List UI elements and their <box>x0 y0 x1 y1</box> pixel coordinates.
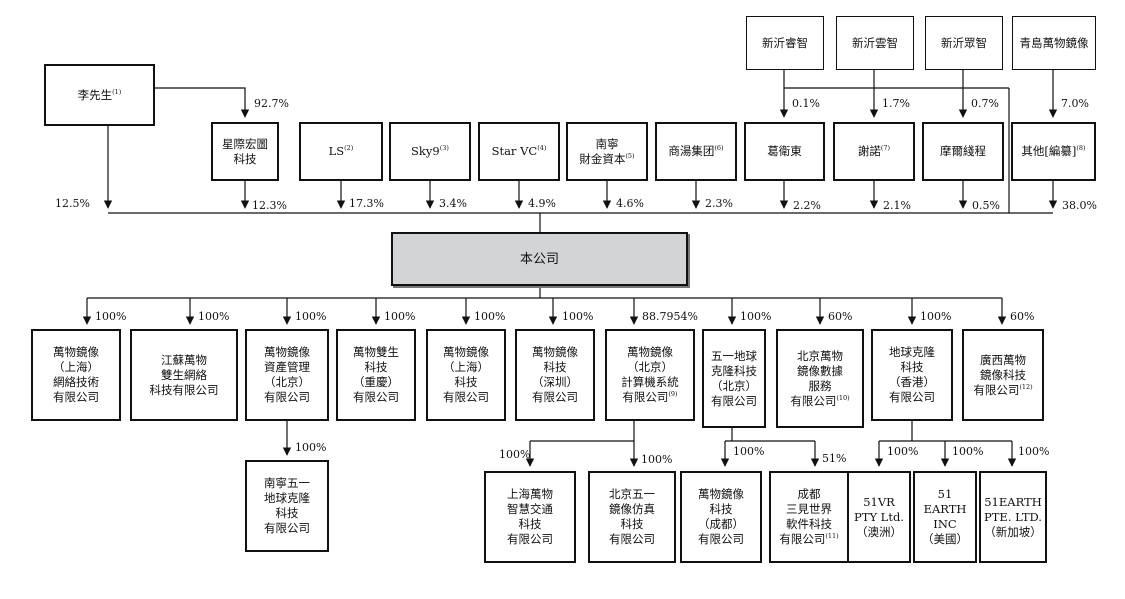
pct-ss2: 100% <box>499 448 531 461</box>
pct-qingdao: 7.0% <box>1061 97 1089 110</box>
shareholder-mr-li: 李先生(1) <box>44 64 155 126</box>
pct-ls: 17.3% <box>349 197 384 210</box>
pct-xienuo: 2.1% <box>883 199 911 212</box>
subsidiary-s1: 萬物鏡像 （上海） 網絡技術 有限公司 <box>31 329 121 421</box>
pct-xinyi-ruizhi: 0.1% <box>792 97 820 110</box>
subsidiary-s9: 北京萬物 鏡像數據 服務 有限公司(10) <box>776 329 864 428</box>
pct-moer: 0.5% <box>972 199 1000 212</box>
pct-s2: 100% <box>198 310 230 323</box>
shareholder-label: 新沂睿智 <box>762 35 808 50</box>
pct-ss4: 100% <box>733 445 765 458</box>
subsidiary-s2: 江蘇萬物 雙生網絡 科技有限公司 <box>130 329 238 421</box>
pct-ss1: 100% <box>295 441 327 454</box>
pct-ss3: 100% <box>641 453 673 466</box>
subsidiary-s7: 萬物鏡像 （北京） 計算機系統 有限公司(9) <box>605 329 695 421</box>
subsidiary-s10: 地球克隆 科技 （香港） 有限公司 <box>871 329 953 421</box>
pct-s4: 100% <box>384 310 416 323</box>
sub-subsidiary-ss4: 萬物鏡像 科技 （成都） 有限公司 <box>680 471 762 563</box>
shareholder-geweidong: 葛衛東 <box>744 122 825 181</box>
sub-subsidiary-ss7: 51 EARTH INC （美國） <box>913 471 977 563</box>
pct-s1: 100% <box>95 310 127 323</box>
company-label: 本公司 <box>519 251 559 267</box>
shareholder-label: 新沂眾智 <box>941 35 987 50</box>
shareholder-shangtang: 商湯集团(6) <box>655 122 737 181</box>
pct-starvc: 4.9% <box>528 197 556 210</box>
pct-s5: 100% <box>474 310 506 323</box>
shareholder-label: 青島萬物鏡像 <box>1019 35 1089 50</box>
pct-ss6: 100% <box>887 445 919 458</box>
pct-ss5: 51% <box>822 452 847 465</box>
pct-s7: 88.7954% <box>642 310 698 323</box>
pct-s3: 100% <box>295 310 327 323</box>
subsidiary-s3: 萬物鏡像 資產管理 （北京） 有限公司 <box>245 329 329 421</box>
shareholder-xingji: 星際宏圖 科技 <box>211 122 279 181</box>
pct-li-to-company: 12.5% <box>55 197 90 210</box>
shareholder-label: 李先生(1) <box>77 87 122 102</box>
subsidiary-s8: 五一地球 克隆科技 （北京） 有限公司 <box>702 329 766 428</box>
shareholder-starvc: Star VC(4) <box>478 122 560 181</box>
pct-xinyi-zhongzhi: 0.7% <box>971 97 999 110</box>
shareholder-ls: LS(2) <box>299 122 383 181</box>
subsidiary-s6: 萬物鏡像 科技 （深圳） 有限公司 <box>515 329 595 421</box>
pct-s10: 100% <box>920 310 952 323</box>
pct-geweidong: 2.2% <box>793 199 821 212</box>
shareholder-xinyi-ruizhi: 新沂睿智 <box>746 16 824 70</box>
shareholder-xienuo: 謝諾(7) <box>833 122 915 181</box>
pct-li-to-xingji: 92.7% <box>254 97 289 110</box>
pct-s9: 60% <box>828 310 853 323</box>
sub-subsidiary-ss5: 成都 三見世界 軟件科技 有限公司(11) <box>769 471 849 563</box>
sub-subsidiary-ss6: 51VR PTY Ltd. （澳洲） <box>847 471 911 563</box>
subsidiary-s5: 萬物鏡像 （上海） 科技 有限公司 <box>426 329 506 421</box>
subsidiary-s11: 廣西萬物 鏡像科技 有限公司(12) <box>962 329 1044 421</box>
pct-others: 38.0% <box>1062 199 1097 212</box>
shareholder-xinyi-yunzhi: 新沂雲智 <box>836 16 914 70</box>
shareholder-sky9: Sky9(3) <box>389 122 471 181</box>
sub-subsidiary-ss8: 51EARTH PTE. LTD. （新加坡） <box>979 471 1047 563</box>
pct-shangtang: 2.3% <box>705 197 733 210</box>
pct-s6: 100% <box>562 310 594 323</box>
pct-nanning: 4.6% <box>616 197 644 210</box>
pct-s8: 100% <box>740 310 772 323</box>
pct-ss8: 100% <box>1018 445 1050 458</box>
company-box: 本公司 <box>391 232 688 286</box>
pct-xinyi-yunzhi: 1.7% <box>882 97 910 110</box>
pct-sky9: 3.4% <box>439 197 467 210</box>
shareholder-moer: 摩爾綫程 <box>922 122 1004 181</box>
shareholder-others: 其他[編纂](8) <box>1011 122 1096 181</box>
shareholder-qingdao: 青島萬物鏡像 <box>1012 16 1096 70</box>
subsidiary-s4: 萬物雙生 科技 （重慶） 有限公司 <box>336 329 416 421</box>
pct-xingji: 12.3% <box>252 199 287 212</box>
sub-subsidiary-ss3: 北京五一 鏡像仿真 科技 有限公司 <box>588 471 676 563</box>
sub-subsidiary-ss2: 上海萬物 智慧交通 科技 有限公司 <box>484 471 576 563</box>
pct-ss7: 100% <box>952 445 984 458</box>
shareholder-label: 新沂雲智 <box>852 35 898 50</box>
shareholder-xinyi-zhongzhi: 新沂眾智 <box>925 16 1003 70</box>
pct-s11: 60% <box>1010 310 1035 323</box>
sub-subsidiary-ss1: 南寧五一 地球克隆 科技 有限公司 <box>245 460 329 552</box>
shareholder-nanning: 南寧 財金資本(5) <box>566 122 648 181</box>
